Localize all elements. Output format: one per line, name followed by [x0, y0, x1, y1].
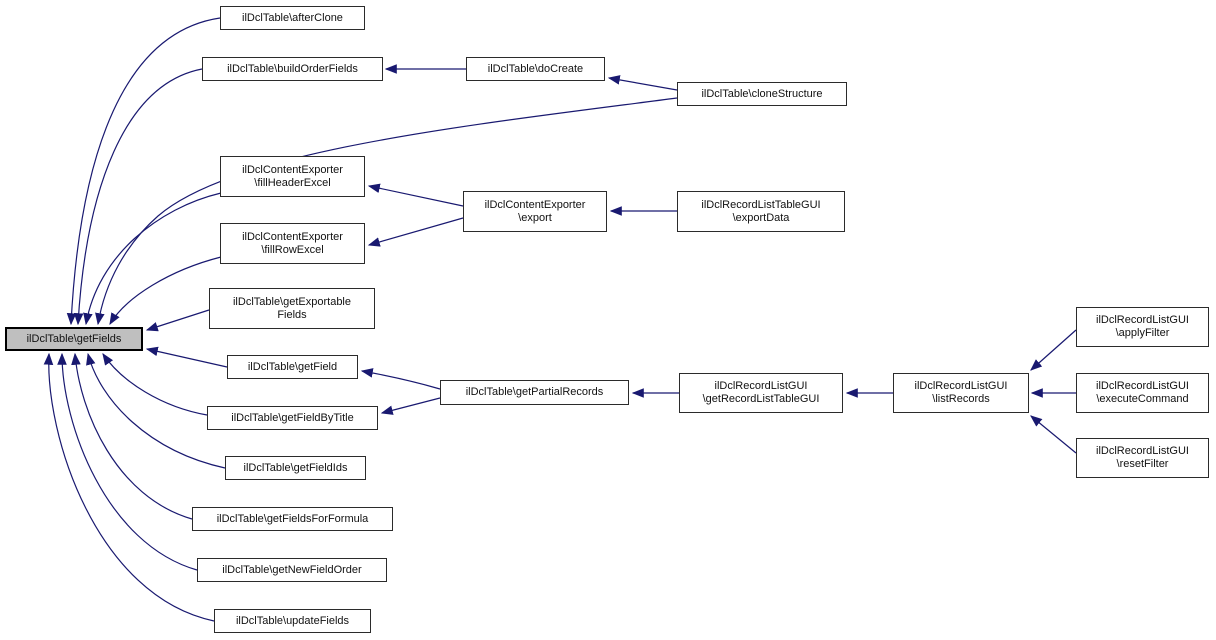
node-label: \fillRowExcel: [261, 243, 324, 256]
node-label: ilDclRecordListGUI: [1096, 314, 1189, 326]
node-label: ilDclTable\doCreate: [487, 62, 584, 75]
node-exportData[interactable]: ilDclRecordListTableGUI \exportData: [677, 191, 845, 232]
edge-getFieldByTitle-getFields: [102, 353, 208, 416]
node-label: ilDclTable\buildOrderFields: [227, 62, 358, 75]
edge-applyFilter-listRecords: [1030, 329, 1077, 371]
node-getFieldByTitle[interactable]: ilDclTable\getFieldByTitle: [207, 406, 378, 430]
node-label: ilDclTable\getFields: [26, 332, 122, 345]
node-afterClone[interactable]: ilDclTable\afterClone: [220, 6, 365, 30]
node-label: Fields: [277, 308, 307, 321]
node-applyFilter[interactable]: ilDclRecordListGUI \applyFilter: [1076, 307, 1209, 347]
node-resetFilter[interactable]: ilDclRecordListGUI \resetFilter: [1076, 438, 1209, 478]
node-cloneStructure[interactable]: ilDclTable\cloneStructure: [677, 82, 847, 106]
edge-fillHeaderExcel-getFields: [83, 192, 222, 326]
node-label: \executeCommand: [1096, 393, 1189, 405]
edge-getPartialRecords-getField: [360, 368, 441, 390]
node-getFields-focus[interactable]: ilDclTable\getFields: [5, 327, 143, 351]
node-listRecords[interactable]: ilDclRecordListGUI \listRecords: [893, 373, 1029, 413]
node-getRecordListTableGUI[interactable]: ilDclRecordListGUI \getRecordListTableGU…: [679, 373, 843, 413]
node-export[interactable]: ilDclContentExporter \export: [463, 191, 607, 232]
node-getNewFieldOrder[interactable]: ilDclTable\getNewFieldOrder: [197, 558, 387, 582]
node-fillHeaderExcel[interactable]: ilDclContentExporter \fillHeaderExcel: [220, 156, 365, 197]
edge-afterClone-getFields: [66, 17, 221, 326]
edge-fillRowExcel-getFields: [109, 256, 222, 326]
node-label: ilDclTable\cloneStructure: [701, 87, 823, 100]
edge-export-fillHeaderExcel: [367, 183, 464, 207]
node-getFieldsForFormula[interactable]: ilDclTable\getFieldsForFormula: [192, 507, 393, 531]
node-label: ilDclTable\getNewFieldOrder: [222, 563, 362, 576]
node-label: ilDclTable\updateFields: [235, 614, 350, 627]
node-label: ilDclContentExporter: [242, 163, 343, 176]
node-label: \getRecordListTableGUI: [702, 393, 820, 405]
node-label: \resetFilter: [1116, 458, 1169, 470]
node-label: ilDclRecordListGUI: [1096, 445, 1189, 457]
node-getExportableFields[interactable]: ilDclTable\getExportable Fields: [209, 288, 375, 329]
edge-updateFields-getFields: [43, 352, 215, 622]
edge-cloneStructure-doCreate: [607, 75, 678, 91]
edge-getFieldIds-getFields: [86, 352, 226, 469]
node-fillRowExcel[interactable]: ilDclContentExporter \fillRowExcel: [220, 223, 365, 264]
node-label: \listRecords: [932, 393, 990, 405]
node-doCreate[interactable]: ilDclTable\doCreate: [466, 57, 605, 81]
node-label: ilDclTable\getFieldsForFormula: [216, 512, 369, 525]
node-executeCommand[interactable]: ilDclRecordListGUI \executeCommand: [1076, 373, 1209, 413]
edge-getNewFieldOrder-getFields: [57, 352, 198, 571]
node-label: ilDclTable\afterClone: [242, 11, 343, 24]
edge-getPartialRecords-getFieldByTitle: [380, 397, 441, 415]
node-label: \applyFilter: [1115, 327, 1170, 339]
node-getFieldIds[interactable]: ilDclTable\getFieldIds: [225, 456, 366, 480]
node-label: ilDclTable\getFieldByTitle: [231, 411, 354, 424]
node-label: ilDclContentExporter: [484, 198, 586, 211]
node-updateFields[interactable]: ilDclTable\updateFields: [214, 609, 371, 633]
edge-getExportableFields-getFields: [145, 309, 210, 332]
node-label: ilDclTable\getExportable: [232, 295, 351, 308]
node-label: ilDclTable\getPartialRecords: [465, 386, 604, 398]
edge-buildOrderFields-getFields: [73, 68, 203, 326]
node-label: ilDclRecordListGUI: [1096, 380, 1189, 392]
edge-export-fillRowExcel: [367, 217, 464, 247]
node-getPartialRecords[interactable]: ilDclTable\getPartialRecords: [440, 380, 629, 405]
node-label: ilDclTable\getField: [247, 360, 338, 373]
node-label: ilDclRecordListGUI: [914, 380, 1008, 392]
node-label: ilDclRecordListGUI: [714, 380, 808, 392]
node-label: ilDclRecordListTableGUI: [701, 198, 821, 211]
node-label: ilDclContentExporter: [242, 230, 343, 243]
node-label: \fillHeaderExcel: [254, 176, 331, 189]
node-label: \export: [518, 211, 552, 224]
edge-getField-getFields: [145, 346, 228, 368]
edge-getFieldsForFormula-getFields: [71, 352, 193, 520]
edge-resetFilter-listRecords: [1030, 415, 1077, 454]
node-label: ilDclTable\getFieldIds: [243, 461, 348, 474]
node-getField[interactable]: ilDclTable\getField: [227, 355, 358, 379]
node-label: \exportData: [732, 211, 790, 224]
node-buildOrderFields[interactable]: ilDclTable\buildOrderFields: [202, 57, 383, 81]
